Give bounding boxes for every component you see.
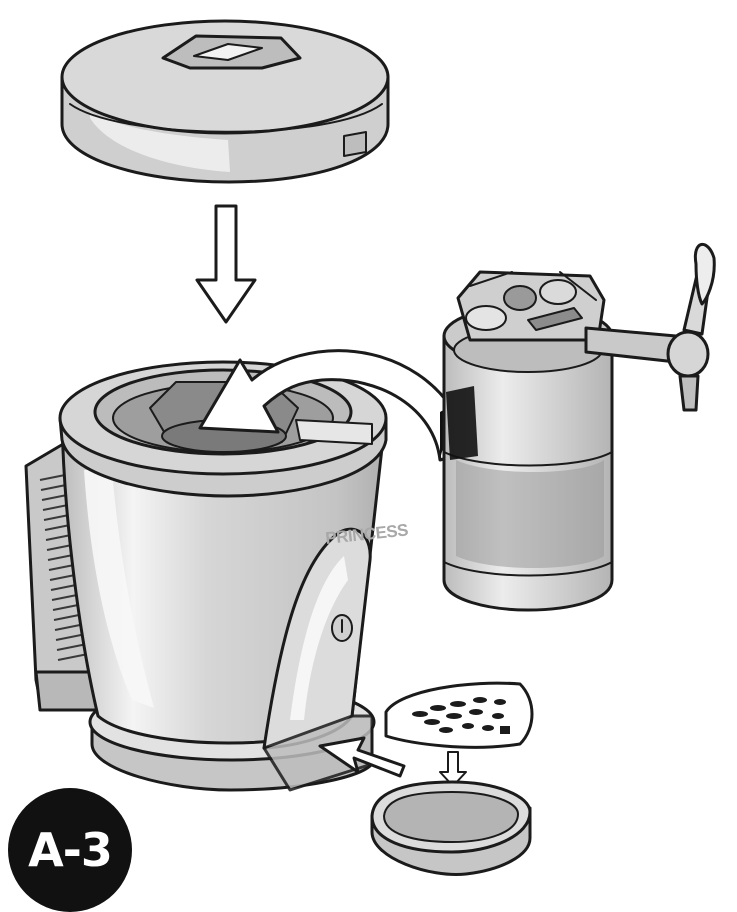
grate-down-arrow xyxy=(439,751,467,787)
power-button xyxy=(331,614,353,642)
lid-down-arrow xyxy=(195,204,257,324)
drip-tray-insert-arrow xyxy=(318,736,406,778)
lid-handle xyxy=(161,34,302,70)
drip-tray xyxy=(370,780,532,877)
tap-handle xyxy=(584,243,716,412)
tap-head xyxy=(456,270,606,342)
lid xyxy=(60,19,390,184)
step-badge: A-3 xyxy=(8,788,132,912)
front-panel xyxy=(262,527,374,792)
drip-tray-grate xyxy=(384,681,534,749)
